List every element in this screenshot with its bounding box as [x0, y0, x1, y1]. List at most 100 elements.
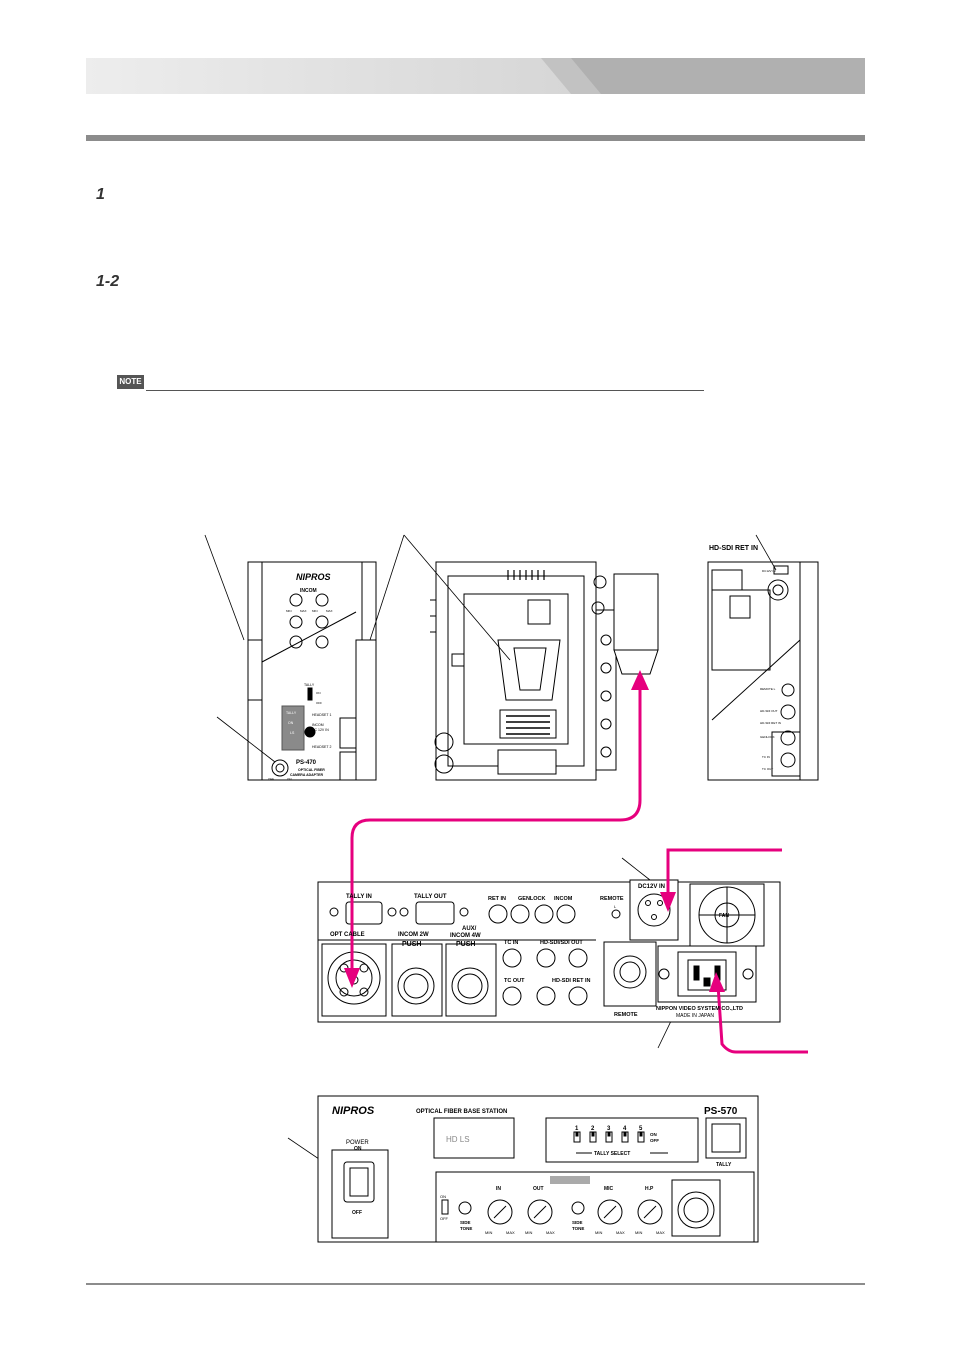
side-tone-1a: SIDE: [460, 1220, 471, 1225]
tally-dip-off: OFF: [650, 1138, 659, 1143]
tally-switch-on: ON: [316, 691, 321, 695]
label-opt-cable: OPT CABLE: [330, 932, 365, 938]
knob-in: IN: [496, 1186, 501, 1192]
front-title: OPTICAL FIBER BASE STATION: [416, 1109, 507, 1115]
side-tone-2b: TONE: [572, 1226, 584, 1231]
label-tally-in: TALLY IN: [346, 894, 372, 900]
bottom-rule: [86, 1283, 865, 1285]
adapter-subtitle-2: CAMERA ADAPTER: [290, 773, 323, 777]
mode-label-on: ON: [288, 721, 294, 725]
min-hp: MIN: [635, 1230, 642, 1235]
side-tone-2a: SIDE: [572, 1220, 583, 1225]
cable-arrowheads: [344, 670, 725, 992]
power-off: OFF: [352, 1210, 362, 1216]
adapter-brand: NIPROS: [296, 572, 331, 582]
power-label: POWER: [346, 1140, 369, 1146]
headset-label-2: HEADSET 2: [312, 745, 331, 749]
label-remote-bottom: REMOTE: [614, 1012, 638, 1018]
tally-switch-off: OFF: [316, 701, 322, 705]
label-tc-out: TC OUT: [504, 978, 525, 984]
adapter-side-view: [247, 561, 377, 781]
adapter-other-side-view: [707, 561, 819, 781]
label-fan: FAN: [719, 913, 729, 919]
label-sdi-ret-in: HD-SDI RET IN: [552, 978, 591, 984]
label-remote-top: REMOTE: [600, 896, 624, 902]
max-hp: MAX: [656, 1230, 665, 1235]
top-rule: [86, 135, 865, 141]
adapter-model: PS-470: [296, 760, 317, 766]
side-label-tc-in: TC IN: [762, 755, 770, 759]
incom-on: ON: [440, 1194, 446, 1199]
front-model: PS-570: [704, 1106, 738, 1117]
front-display: HD LS: [446, 1135, 470, 1144]
knob-label-1: MIN: [286, 609, 292, 613]
side-label-tc-out: TC OUT: [762, 767, 773, 771]
tally-num-2: 2: [591, 1126, 595, 1132]
incom-label: INCOM: [300, 588, 317, 594]
side-tone-1b: TONE: [460, 1226, 472, 1231]
label-ret-in: RET IN: [488, 896, 506, 902]
side-label-dc12v: DC12V IN: [762, 569, 776, 573]
label-tc-in: TC IN: [504, 940, 518, 946]
adapter-power-off: OFF: [268, 777, 274, 781]
input-label-incom: INCOM: [312, 723, 324, 727]
tally-num-5: 5: [639, 1126, 643, 1132]
side-label-ret-in: HD-SDI RET IN: [760, 721, 781, 725]
tally-select-label: TALLY SELECT: [594, 1151, 630, 1157]
label-tally-out: TALLY OUT: [414, 894, 447, 900]
label-incom-2w: INCOM 2W: [398, 932, 429, 938]
tally-button-label: TALLY: [716, 1162, 732, 1168]
mode-label-tally: TALLY: [286, 711, 297, 715]
ret-in-callout: HD-SDI RET IN: [709, 545, 758, 552]
tally-num-3: 3: [607, 1126, 611, 1132]
section-number-1: 1: [96, 186, 105, 203]
base-station-rear: [317, 879, 781, 1023]
label-maker: NIPPON VIDEO SYSTEM CO.,LTD: [656, 1006, 743, 1012]
knob-label-2: MAX: [300, 609, 307, 613]
incom-off: OFF: [440, 1216, 449, 1221]
knob-mic: MIC: [604, 1186, 614, 1192]
label-incom-4w: INCOM 4W: [450, 933, 481, 939]
label-incom: INCOM: [554, 896, 573, 902]
note-rule: [146, 390, 704, 391]
min-mic: MIN: [595, 1230, 602, 1235]
label-aux: AUX/: [462, 926, 477, 932]
power-on: ON: [354, 1146, 362, 1152]
note-badge: NOTE: [117, 375, 144, 389]
side-label-remote: REMOTE L: [760, 687, 776, 691]
min-out: MIN: [525, 1230, 532, 1235]
adapter-subtitle-1: OPTICAL FIBER: [298, 768, 325, 772]
tally-num-4: 4: [623, 1126, 627, 1132]
knob-hp: H.P: [645, 1186, 654, 1192]
label-made-in: MADE IN JAPAN: [676, 1013, 714, 1019]
tally-dip-on: ON: [650, 1132, 657, 1137]
label-push-2: PUSH: [456, 941, 475, 948]
cable-lines: [350, 688, 808, 1054]
side-label-sdi-out: HD-SDI OUT: [760, 709, 778, 713]
label-push-1: PUSH: [402, 941, 421, 948]
label-genlock: GENLOCK: [518, 896, 546, 902]
max-out: MAX: [546, 1230, 555, 1235]
adapter-power-on: ON: [287, 777, 292, 781]
header-band: [86, 58, 865, 94]
headset-label-1: HEADSET 1: [312, 713, 331, 717]
knob-out: OUT: [533, 1186, 544, 1192]
section-number-1-2: 1-2: [96, 273, 120, 290]
front-brand: NIPROS: [332, 1105, 375, 1117]
leader-lines: [204, 534, 777, 1177]
min-in: MIN: [485, 1230, 492, 1235]
label-remote-led: L: [614, 904, 617, 909]
max-mic: MAX: [616, 1230, 625, 1235]
knob-label-4: MAX: [326, 609, 333, 613]
mode-label-ls: LS: [290, 731, 295, 735]
side-label-genlock: GENLOCK: [760, 735, 775, 739]
adapter-rear-view: [430, 561, 659, 781]
tally-num-1: 1: [575, 1126, 579, 1132]
tally-switch-label: TALLY: [304, 683, 315, 687]
label-sdi-out: HD-SDI/SDI OUT: [540, 940, 583, 946]
input-label-dc: DC 12V IN: [312, 728, 329, 732]
base-station-front: [317, 1095, 759, 1243]
max-in: MAX: [506, 1230, 515, 1235]
knob-label-3: MIN: [312, 609, 318, 613]
